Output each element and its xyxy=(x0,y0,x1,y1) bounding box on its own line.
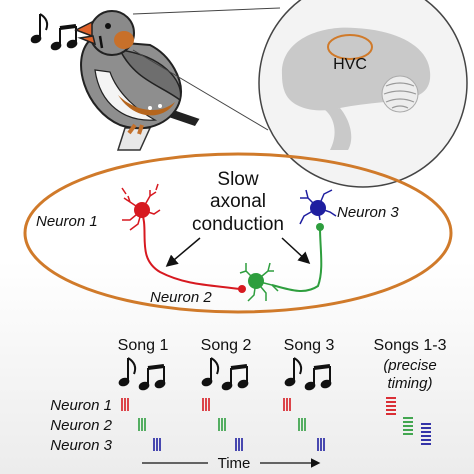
neuron-3-label: Neuron 3 xyxy=(337,204,399,221)
zebra-finch-illustration xyxy=(74,10,201,151)
center-text-line1: Slow xyxy=(217,169,258,190)
raster-label-neuron-3: Neuron 3 xyxy=(50,437,112,454)
circuit-ellipse xyxy=(23,152,453,314)
music-notes-icon xyxy=(284,357,332,391)
song-2-label: Song 2 xyxy=(201,337,252,354)
callout-line-bottom xyxy=(132,49,269,131)
neuron-2-label: Neuron 2 xyxy=(150,289,212,306)
arrow-icon xyxy=(281,237,311,265)
neuron-1-icon xyxy=(121,183,246,293)
neuron-2-icon xyxy=(239,223,324,302)
music-notes-icon xyxy=(30,13,78,51)
spike-raster xyxy=(121,397,431,451)
songs-combined-note1: (precise xyxy=(383,357,436,374)
hvc-label: HVC xyxy=(333,56,367,73)
neuron-1-label: Neuron 1 xyxy=(36,213,98,230)
song-3-label: Song 3 xyxy=(284,337,335,354)
center-text-line2: axonal xyxy=(210,191,266,212)
music-notes-icon xyxy=(201,357,249,391)
music-notes-icon xyxy=(118,357,166,391)
center-text-line3: conduction xyxy=(192,214,284,235)
time-label: Time xyxy=(218,455,251,472)
songs-combined-label: Songs 1-3 xyxy=(374,337,447,354)
song-1-label: Song 1 xyxy=(118,337,169,354)
songs-combined-note2: timing) xyxy=(387,375,432,392)
raster-label-neuron-1: Neuron 1 xyxy=(50,397,112,414)
neuron-3-icon xyxy=(299,189,337,225)
raster-label-neuron-2: Neuron 2 xyxy=(50,417,112,434)
arrow-icon xyxy=(165,237,201,267)
brain-icon xyxy=(258,0,468,188)
callout-line-top xyxy=(132,7,281,15)
